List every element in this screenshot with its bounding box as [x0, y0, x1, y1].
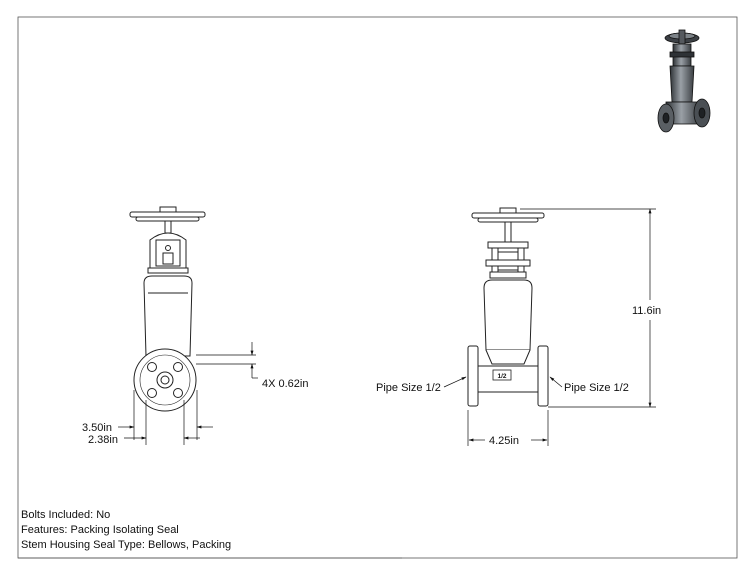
- notes-block: Bolts Included: No Features: Packing Iso…: [21, 508, 231, 553]
- valve-isometric-image: [657, 29, 711, 133]
- note-features: Features: Packing Isolating Seal: [21, 524, 179, 536]
- bolt-circle-label: 2.38in: [88, 434, 118, 446]
- pipe-size-left-label: Pipe Size 1/2: [376, 382, 441, 394]
- face-to-face-label: 4.25in: [489, 435, 519, 447]
- note-bolts-included: Bolts Included: No: [21, 509, 111, 521]
- pipe-size-right-label: Pipe Size 1/2: [564, 382, 629, 394]
- side-view: [467, 207, 549, 407]
- side-view-dimensions: [443, 208, 656, 446]
- front-view: [129, 206, 206, 412]
- hole-spec-label: 4X 0.62in: [262, 378, 308, 390]
- flange-od-label: 3.50in: [82, 422, 112, 434]
- height-label: 11.6in: [632, 305, 661, 317]
- body-marking: 1/2: [497, 373, 506, 380]
- sheet-border: [17, 16, 738, 559]
- front-view-dimensions: [118, 342, 258, 445]
- note-stem-housing-seal: Stem Housing Seal Type: Bellows, Packing: [21, 539, 232, 551]
